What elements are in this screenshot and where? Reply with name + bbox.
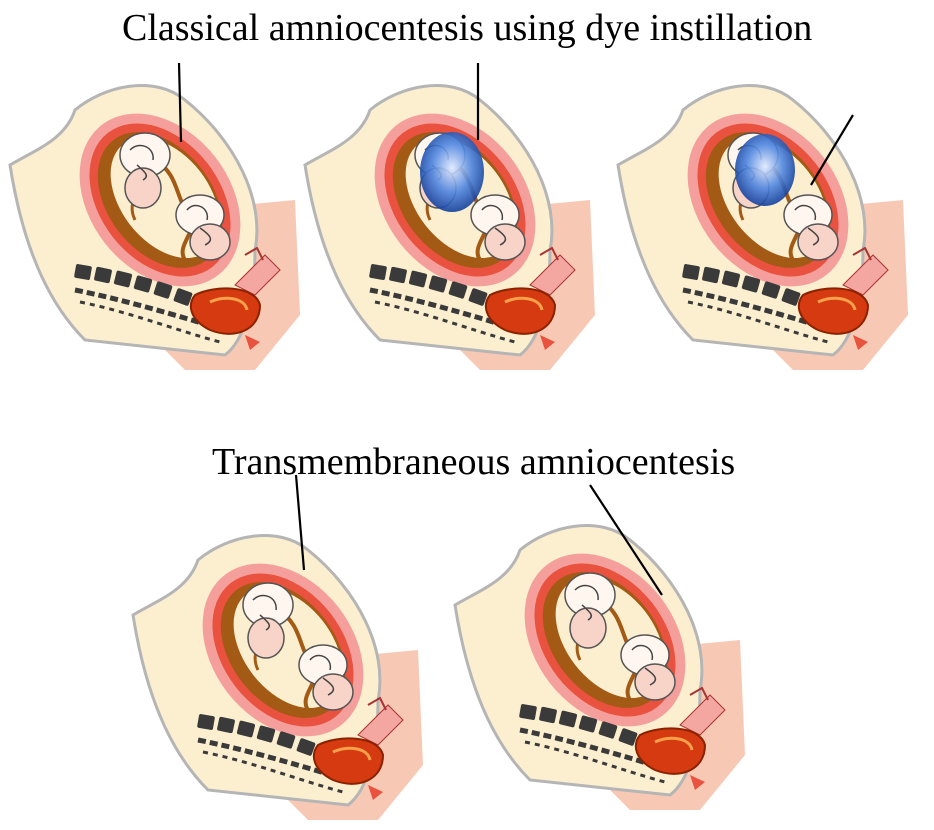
heading-transmembraneous-amniocentesis: Transmembraneous amniocentesis (212, 440, 735, 484)
illustration-panel-3 (598, 80, 928, 380)
dye-region (735, 134, 795, 206)
illustration-panel-2 (300, 80, 600, 380)
dye-region (420, 132, 484, 212)
illustration-panel-5 (450, 520, 750, 820)
heading-classical-amniocentesis: Classical amniocentesis using dye instil… (122, 6, 812, 50)
illustration-panel-4 (128, 530, 428, 830)
illustration-panel-1 (5, 80, 305, 380)
